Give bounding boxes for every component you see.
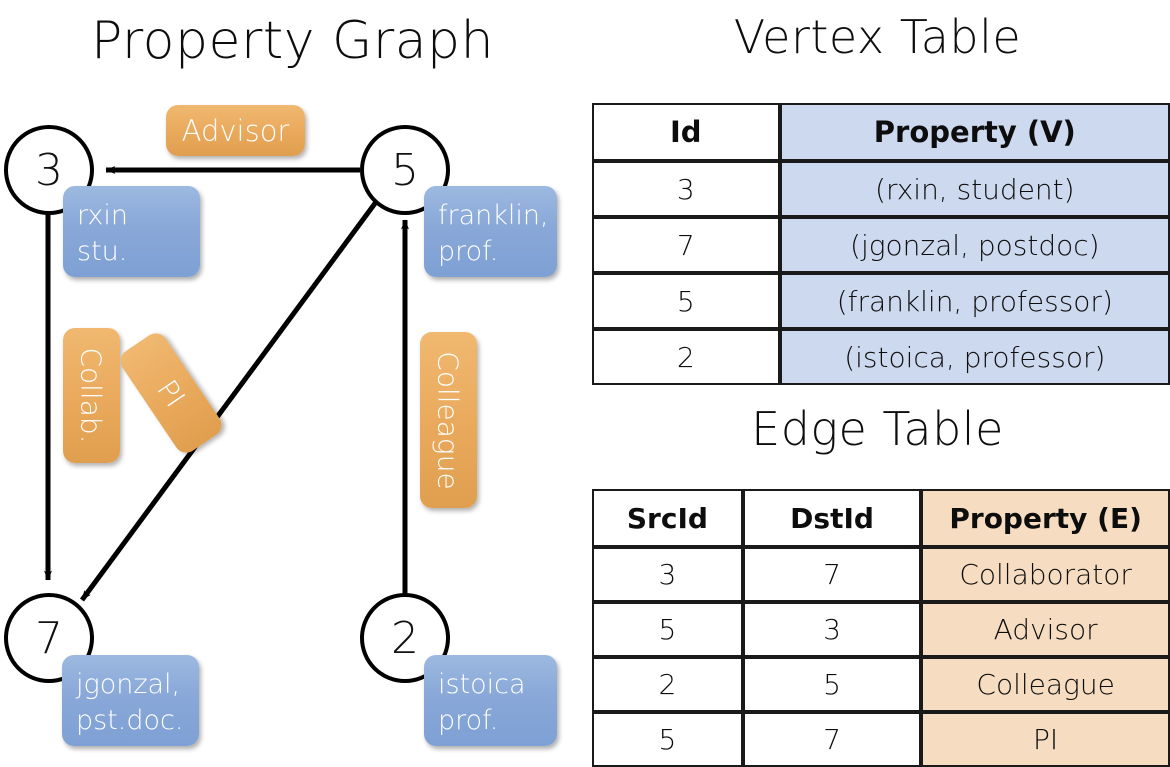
node-property-line-2: pst.doc.: [76, 705, 184, 736]
edge-cell-dst: 7: [742, 547, 922, 602]
graph-node-2[interactable]: 2: [360, 593, 450, 683]
edge-table-header-dstid: DstId: [742, 489, 922, 547]
edge-cell-src: 5: [592, 602, 743, 657]
edge-cell-property: Collaborator: [921, 547, 1170, 602]
graph-node-5-label: 5: [391, 144, 419, 196]
node-property-line-2: prof.: [438, 236, 499, 267]
edge-label-pi-text: PI: [150, 373, 192, 413]
table-row: 2 (istoica, professor): [592, 329, 1170, 385]
edge-cell-src: 3: [592, 547, 743, 602]
graph-node-5[interactable]: 5: [360, 125, 450, 215]
edge-label-colleague-text: Colleague: [432, 350, 465, 490]
vertex-cell-id: 2: [592, 329, 780, 385]
vertex-table: Id Property (V) 3 (rxin, student) 7 (jgo…: [592, 103, 1170, 385]
vertex-table-header-row: Id Property (V): [592, 103, 1170, 161]
table-row: 2 5 Colleague: [592, 657, 1170, 712]
node-property-line-1: rxin: [77, 200, 128, 231]
edge-table: SrcId DstId Property (E) 3 7 Collaborato…: [592, 489, 1170, 767]
property-graph-diagram: 3 5 7 2 rxin stu. franklin, prof. jgonza…: [0, 0, 585, 760]
page-title-edge-table: Edge Table: [751, 402, 1004, 456]
table-row: 5 (franklin, professor): [592, 273, 1170, 329]
edge-cell-property: PI: [921, 712, 1170, 767]
edge-table-header-srcid: SrcId: [592, 489, 743, 547]
vertex-cell-id: 3: [592, 161, 780, 217]
edge-label-advisor[interactable]: Advisor: [166, 105, 305, 156]
table-row: 7 (jgonzal, postdoc): [592, 217, 1170, 273]
table-row: 3 7 Collaborator: [592, 547, 1170, 602]
edge-table-header-property: Property (E): [921, 489, 1170, 547]
edge-cell-dst: 3: [742, 602, 922, 657]
graph-node-7-label: 7: [35, 612, 63, 664]
page-title-property-graph: Property Graph: [90, 11, 495, 71]
edge-label-colleague[interactable]: Colleague: [420, 332, 477, 508]
edge-cell-dst: 5: [742, 657, 922, 712]
vertex-cell-id: 5: [592, 273, 780, 329]
vertex-table-header-id: Id: [592, 103, 780, 161]
page-title-vertex-table: Vertex Table: [733, 10, 1022, 64]
graph-edges-layer: [44, 166, 409, 602]
node-property-box-istoica[interactable]: istoica prof.: [424, 655, 557, 746]
vertex-cell-id: 7: [592, 217, 780, 273]
edge-table-header-row: SrcId DstId Property (E): [592, 489, 1170, 547]
edge-label-collab[interactable]: Collab.: [63, 328, 120, 463]
edge-label-advisor-text: Advisor: [181, 113, 290, 148]
node-property-box-jgonzal[interactable]: jgonzal, pst.doc.: [62, 655, 199, 746]
vertex-table-header-property: Property (V): [779, 103, 1170, 161]
edge-cell-src: 2: [592, 657, 743, 712]
vertex-cell-property: (istoica, professor): [779, 329, 1170, 385]
graph-node-3-label: 3: [35, 144, 63, 196]
vertex-cell-property: (jgonzal, postdoc): [779, 217, 1170, 273]
node-property-line-2: prof.: [438, 705, 499, 736]
edge-pi-5-to-7: [79, 200, 379, 602]
table-row: 5 3 Advisor: [592, 602, 1170, 657]
node-property-line-1: jgonzal,: [76, 669, 181, 700]
node-property-line-1: franklin,: [438, 200, 549, 231]
vertex-cell-property: (rxin, student): [779, 161, 1170, 217]
node-property-line-1: istoica: [438, 669, 526, 700]
node-property-box-rxin[interactable]: rxin stu.: [63, 186, 200, 277]
table-row: 3 (rxin, student): [592, 161, 1170, 217]
edge-cell-property: Colleague: [921, 657, 1170, 712]
node-property-line-2: stu.: [77, 236, 128, 267]
table-row: 5 7 PI: [592, 712, 1170, 767]
edge-cell-property: Advisor: [921, 602, 1170, 657]
edge-cell-src: 5: [592, 712, 743, 767]
edge-cell-dst: 7: [742, 712, 922, 767]
edge-label-collab-text: Collab.: [75, 347, 109, 444]
node-property-box-franklin[interactable]: franklin, prof.: [424, 186, 557, 277]
vertex-cell-property: (franklin, professor): [779, 273, 1170, 329]
graph-node-2-label: 2: [391, 612, 419, 664]
